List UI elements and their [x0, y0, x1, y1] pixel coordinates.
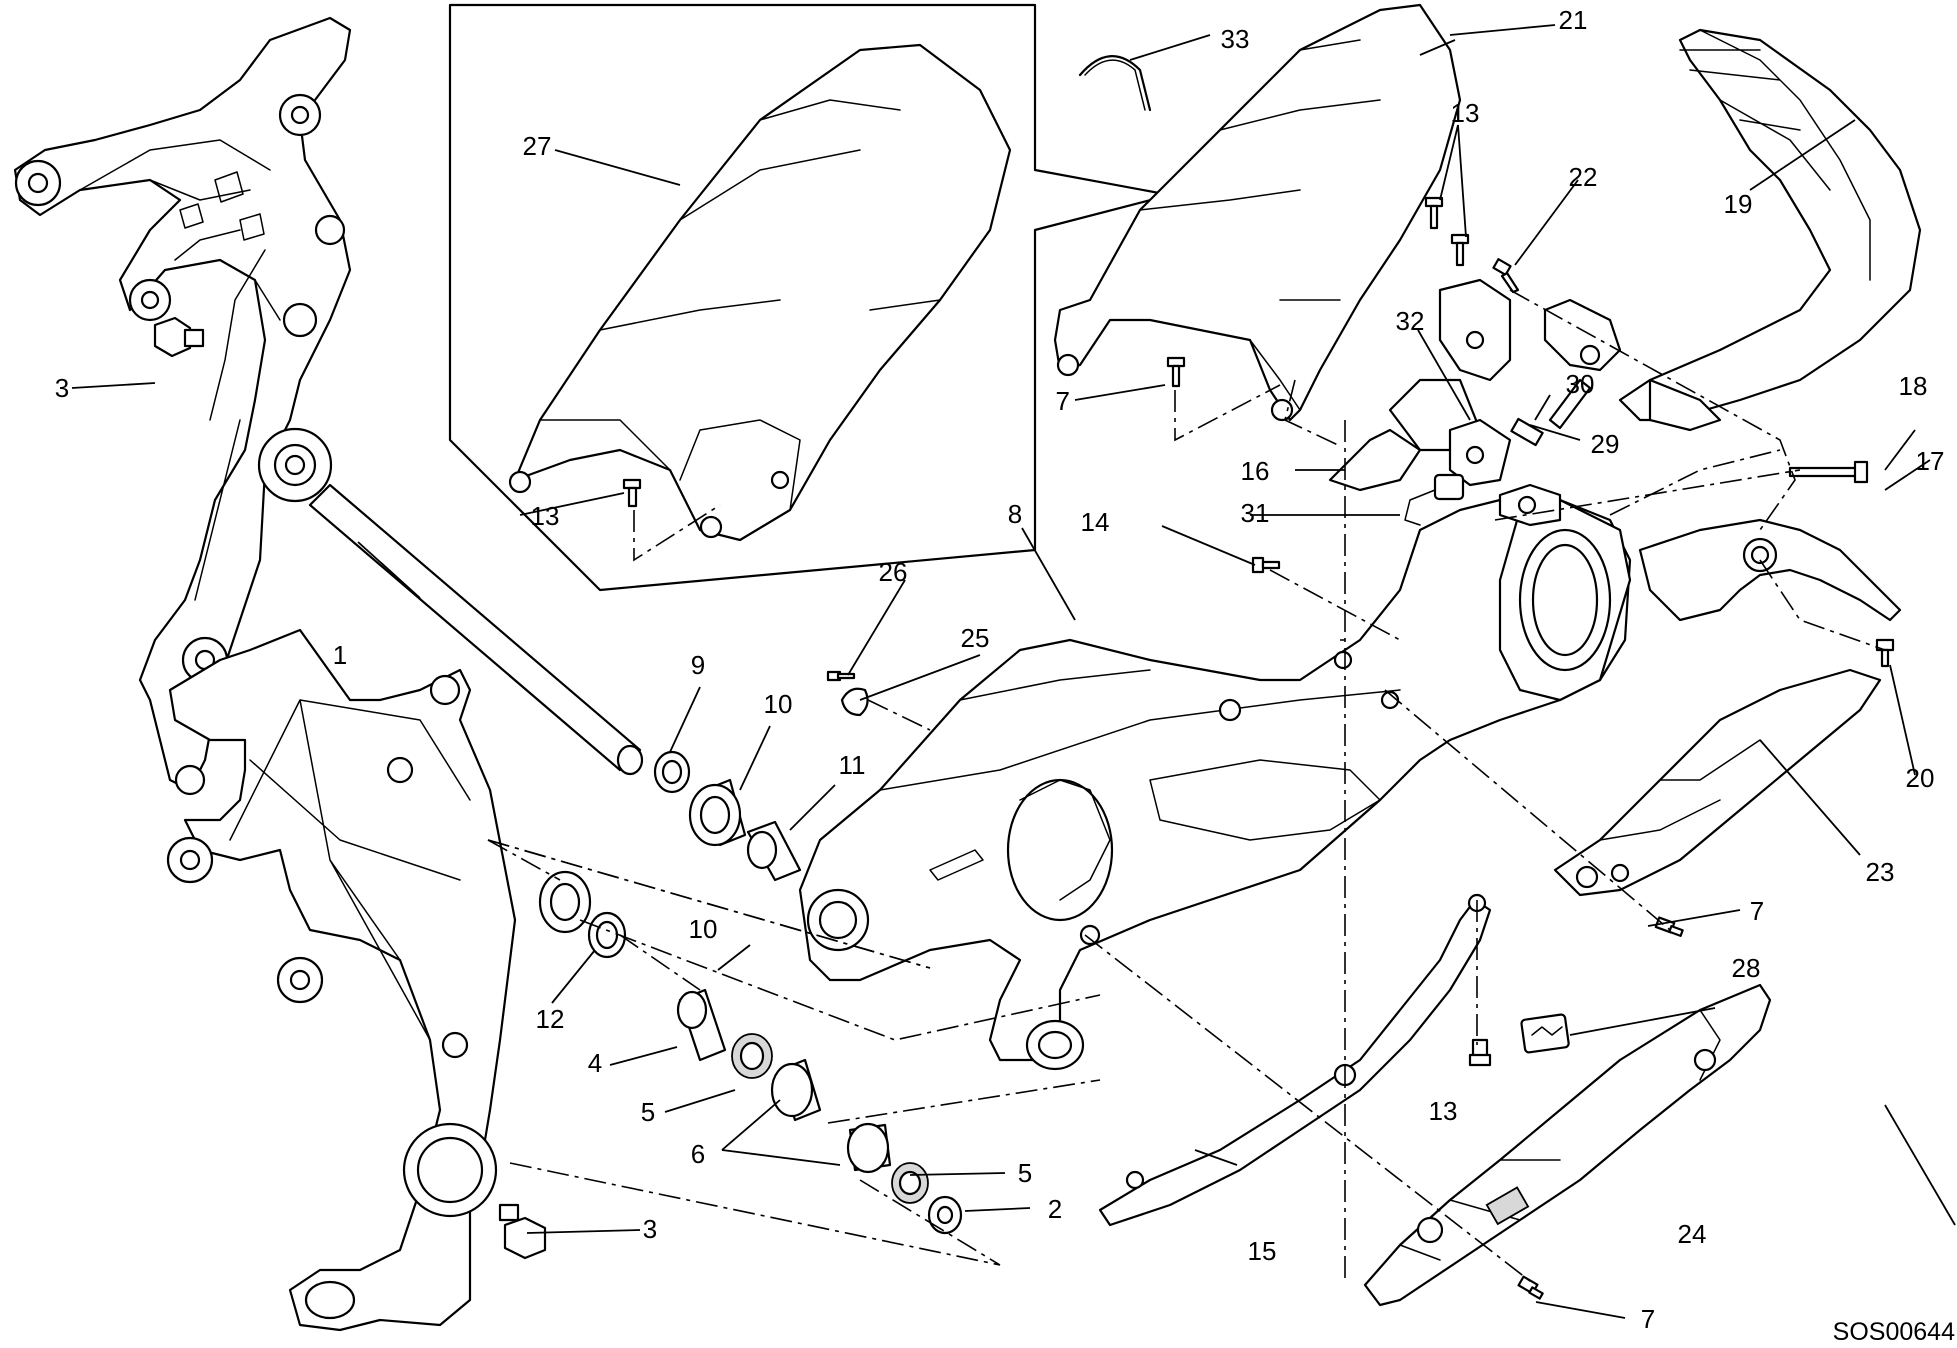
callout-5-lower: 5: [1018, 1158, 1032, 1188]
callout-7-fender: 7: [1056, 386, 1070, 416]
callout-24: 24: [1678, 1219, 1707, 1249]
frame-bracket-lower: [166, 628, 547, 1332]
bolt-18: [1788, 460, 1869, 484]
drawing-code: SOS00644: [1833, 1318, 1955, 1346]
screw-14: [1251, 556, 1281, 574]
callout-4: 4: [588, 1048, 602, 1078]
screw-13-inset: [622, 478, 642, 508]
callout-17: 17: [1916, 446, 1945, 476]
leader-lines: [71, 24, 1956, 1319]
screw-13-a: [1424, 196, 1444, 230]
chain-guard-19: [1543, 28, 1922, 432]
slider-24: [1363, 983, 1772, 1307]
screw-13-c: [1468, 1038, 1492, 1067]
callout-10-lower: 10: [689, 914, 718, 944]
chain-guard-23: [1553, 668, 1882, 897]
callout-15: 15: [1248, 1236, 1277, 1266]
bearing-6-lower: [846, 1122, 892, 1174]
bearing-10-lower: [538, 870, 592, 934]
callout-23: 23: [1866, 857, 1895, 887]
callout-3-lower: 3: [643, 1214, 657, 1244]
callout-29: 29: [1591, 429, 1620, 459]
clip-33: [1078, 55, 1152, 112]
callout-18: 18: [1899, 371, 1928, 401]
clamp-25: [840, 687, 869, 717]
callout-13-top: 13: [1451, 98, 1480, 128]
callout-31: 31: [1241, 498, 1270, 528]
callout-22: 22: [1569, 162, 1598, 192]
bolt-29: [1548, 378, 1592, 430]
callout-8: 8: [1008, 499, 1022, 529]
fender-27: [508, 43, 1012, 542]
frame-bracket-upper: [13, 16, 352, 796]
callout-6: 6: [691, 1139, 705, 1169]
callout-27: 27: [523, 131, 552, 161]
fender-21: [1053, 3, 1462, 422]
seal-5-upper: [731, 1033, 773, 1079]
callout-5-upper: 5: [641, 1097, 655, 1127]
callout-3-upper: 3: [55, 373, 69, 403]
rubber-31: [1404, 473, 1465, 526]
inset-panel: [448, 3, 1172, 592]
washer-2: [927, 1195, 963, 1235]
bushing-9: [653, 750, 691, 794]
callout-13-inset: 13: [531, 501, 560, 531]
callout-33: 33: [1221, 24, 1250, 54]
callout-2: 2: [1048, 1194, 1062, 1224]
callout-25: 25: [961, 623, 990, 653]
callout-30: 30: [1566, 369, 1595, 399]
callout-14: 14: [1081, 507, 1110, 537]
callout-10-upper: 10: [764, 689, 793, 719]
pivot-tube-1: [308, 483, 644, 776]
bearing-10-upper: [688, 778, 747, 847]
callout-32: 32: [1396, 306, 1425, 336]
strip-15: [1098, 893, 1492, 1227]
callout-21: 21: [1559, 5, 1588, 35]
screw-13-b: [1450, 233, 1470, 267]
callout-1: 1: [333, 640, 347, 670]
callout-16: 16: [1241, 456, 1270, 486]
callout-labels: 1 2 3 3 4 5 5 6 7 7 7 7 8 9 10 10 11 12 …: [55, 5, 1945, 1334]
callout-20: 20: [1906, 763, 1935, 793]
spacer-11: [746, 820, 802, 882]
assembly-lines: [487, 289, 1886, 1286]
screw-7-fender: [1166, 356, 1186, 388]
bearing-6-upper: [770, 1058, 822, 1122]
bolt-3-lower: [498, 1203, 547, 1260]
swingarm-8: [798, 483, 1632, 1071]
callout-9: 9: [691, 650, 705, 680]
seal-5-lower: [891, 1162, 929, 1204]
callout-13-swingarm: 13: [1429, 1096, 1458, 1126]
ring-12: [587, 911, 627, 959]
pin-30: [1510, 417, 1544, 447]
callout-26: 26: [879, 557, 908, 587]
callout-11: 11: [839, 750, 866, 780]
bolt-3-upper: [153, 316, 205, 358]
spacer-4: [676, 988, 727, 1062]
screw-20: [1875, 638, 1895, 668]
screw-26: [826, 670, 856, 682]
screw-22: [1492, 258, 1520, 294]
screw-7-slider: [1517, 1275, 1544, 1300]
callout-28: 28: [1732, 953, 1761, 983]
plate-28: [1520, 1013, 1570, 1054]
callout-19: 19: [1724, 189, 1753, 219]
callout-7-slider: 7: [1641, 1304, 1655, 1334]
callout-7-cover: 7: [1750, 896, 1764, 926]
cover-17: [1638, 518, 1902, 622]
callout-12: 12: [536, 1004, 565, 1034]
